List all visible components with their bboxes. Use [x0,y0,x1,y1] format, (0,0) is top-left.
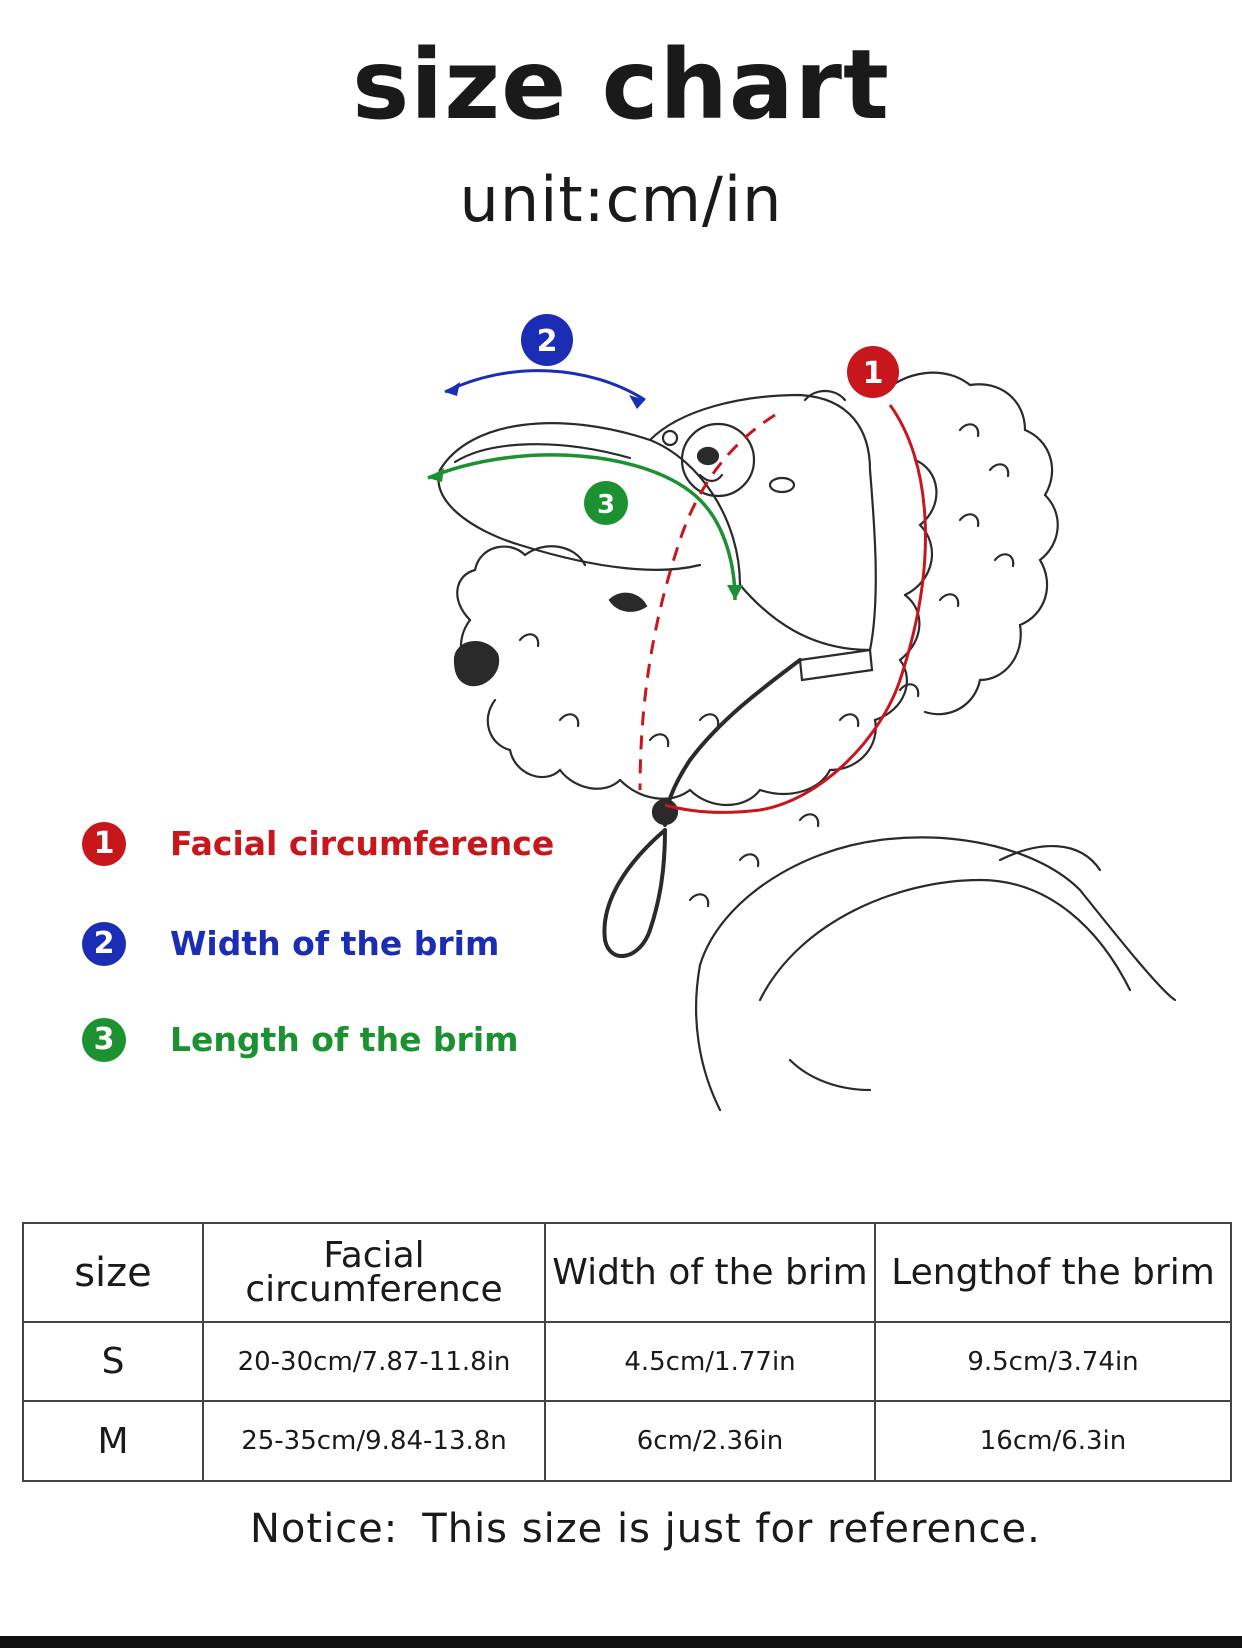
header-width-of-brim: Width of the brim [544,1222,876,1323]
dog-cap-illustration: 2 1 3 [427,314,1177,1112]
svg-text:1: 1 [863,356,884,391]
length-of-brim-cell: 16cm/6.3in [874,1400,1232,1482]
width-of-brim-cell: 4.5cm/1.77in [544,1321,876,1402]
legend-number: 3 [82,1018,126,1062]
marker-length-of-brim: 3 [584,481,628,525]
notice-label: Notice: [250,1506,399,1552]
unit-subtitle: unit:cm/in [459,163,783,236]
legend-item-length-of-brim: 3 Length of the brim [82,1014,642,1064]
legend-label: Length of the brim [170,1020,519,1059]
size-cell: M [22,1400,204,1482]
length-of-brim-cell: 9.5cm/3.74in [874,1321,1232,1402]
page-title: size chart [352,29,890,141]
svg-text:2: 2 [537,324,558,359]
notice-text: This size is just for reference. [422,1506,1041,1552]
marker-width-of-brim: 2 [521,314,573,366]
legend-item-width-of-brim: 2 Width of the brim [82,918,642,968]
legend-label: Width of the brim [170,924,500,963]
notice: Notice: This size is just for reference. [250,1506,1041,1552]
table-header-row: size Facial circumference Width of the b… [22,1222,1232,1323]
facial-circumference-cell: 20-30cm/7.87-11.8in [202,1321,546,1402]
facial-circumference-cell: 25-35cm/9.84-13.8n [202,1400,546,1482]
legend-item-facial-circumference: 1 Facial circumference [82,818,642,868]
header-facial-circumference: Facial circumference [202,1222,546,1323]
header-length-of-brim: Lengthof the brim [874,1222,1232,1323]
header-size: size [22,1222,204,1323]
width-of-brim-cell: 6cm/2.36in [544,1400,876,1482]
marker-facial-circumference: 1 [847,346,899,398]
bottom-bar [0,1636,1242,1648]
header-text: Facial circumference [245,1234,503,1310]
svg-text:3: 3 [597,490,615,520]
legend-number: 2 [82,922,126,966]
legend-label: Facial circumference [170,824,555,863]
table-row: M 25-35cm/9.84-13.8n 6cm/2.36in 16cm/6.3… [22,1400,1232,1482]
table-row: S 20-30cm/7.87-11.8in 4.5cm/1.77in 9.5cm… [22,1321,1232,1402]
legend-number: 1 [82,822,126,866]
size-table: size Facial circumference Width of the b… [22,1222,1232,1482]
size-cell: S [22,1321,204,1402]
